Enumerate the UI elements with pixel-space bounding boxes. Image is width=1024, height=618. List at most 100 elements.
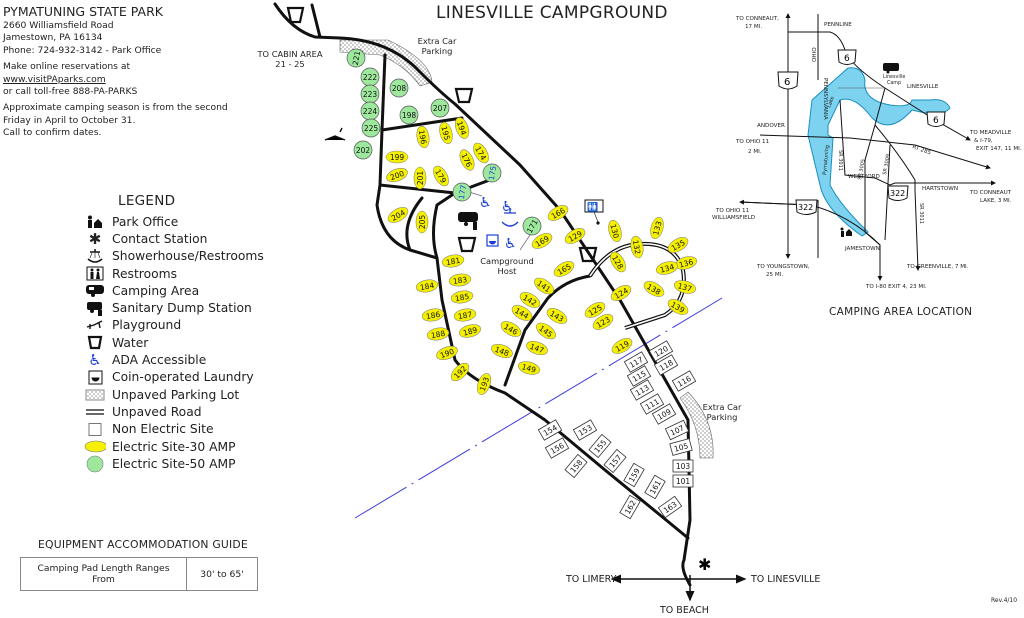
campsite-107[interactable]: 107 [664,419,690,441]
campsite-144[interactable]: 144 [509,302,534,323]
campsite-115[interactable]: 115 [626,365,652,387]
campsite-148[interactable]: 148 [490,342,515,361]
campsite-183[interactable]: 183 [448,273,472,288]
non-electric-site-marker [626,365,652,387]
campsite-156[interactable]: 156 [544,437,570,459]
campsite-number: 177 [457,184,468,200]
inset-label: Pymatuning [822,145,831,175]
campsite-179[interactable]: 179 [430,163,451,188]
campsite-116[interactable]: 116 [671,370,697,392]
campsite-number: 134 [659,262,675,274]
campsite-113[interactable]: 113 [629,379,655,401]
campsite-201[interactable]: 201 [413,166,427,190]
campsite-171[interactable]: 171 [520,214,545,239]
campsite-123[interactable]: 123 [590,311,615,332]
campsite-138[interactable]: 138 [641,278,666,299]
campsite-194[interactable]: 194 [453,116,472,141]
campsite-159[interactable]: 159 [623,462,645,488]
electric-30-site-marker [526,340,548,356]
campsite-224[interactable]: 224 [360,101,380,121]
campsite-128[interactable]: 128 [607,249,628,274]
campsite-149[interactable]: 149 [517,359,541,376]
campsite-163[interactable]: 163 [657,495,683,519]
reservation-link[interactable]: www.visitPAparks.com [3,73,106,85]
campsite-223[interactable]: 223 [360,84,380,104]
campsite-145[interactable]: 145 [534,320,559,342]
campsite-202[interactable]: 202 [353,140,373,160]
address-line: 2660 Williamsfield Road [3,20,114,31]
campsite-105[interactable]: 105 [669,438,693,456]
campsite-154[interactable]: 154 [537,419,563,441]
campsite-161[interactable]: 161 [644,474,666,500]
campsite-162[interactable]: 162 [619,494,641,520]
electric-30-site-marker [433,165,449,187]
campsite-184[interactable]: 184 [415,278,439,294]
campsite-165[interactable]: 165 [551,258,576,279]
campsite-190[interactable]: 190 [435,344,460,363]
campsite-204[interactable]: 204 [385,204,410,225]
campsite-196[interactable]: 196 [415,125,431,149]
campsite-166[interactable]: 166 [545,202,570,223]
campsite-185[interactable]: 185 [450,289,474,305]
campsite-135[interactable]: 135 [665,234,690,255]
electric-30-site-marker [415,279,439,293]
campsite-208[interactable]: 208 [389,78,409,98]
park-info: PYMATUNING STATE PARK 2660 Williamsfield… [3,4,228,144]
campsite-222[interactable]: 222 [360,67,380,87]
campsite-195[interactable]: 195 [437,121,454,145]
restrooms-icon [84,266,106,282]
campsite-158[interactable]: 158 [564,453,588,479]
campsite-103[interactable]: 103 [672,459,694,473]
campsite-117[interactable]: 117 [623,351,649,373]
campsite-139[interactable]: 139 [665,296,690,317]
campsite-147[interactable]: 147 [525,339,550,358]
campsite-109[interactable]: 109 [651,403,677,425]
electric-30-site-marker [441,254,465,268]
campsite-143[interactable]: 143 [544,305,569,326]
campsite-189[interactable]: 189 [458,322,482,339]
campsite-137[interactable]: 137 [673,278,697,295]
campsite-157[interactable]: 157 [603,448,627,474]
campsite-118[interactable]: 118 [653,354,679,376]
campsite-141[interactable]: 141 [532,275,557,297]
campsite-119[interactable]: 119 [609,335,634,356]
campsite-125[interactable]: 125 [582,299,607,320]
campsite-175[interactable]: 175 [482,163,503,184]
inset-label: LAKE, 3 MI. [980,198,1012,204]
campsite-101[interactable]: 101 [672,474,694,488]
campsite-153[interactable]: 153 [572,419,598,441]
campsite-111[interactable]: 111 [639,393,665,415]
campsite-186[interactable]: 186 [421,307,445,323]
campsite-number: 225 [364,124,379,133]
campsite-181[interactable]: 181 [441,253,465,269]
label-text: Campground [480,256,534,266]
inset-label: SR 3011 [918,203,924,224]
non-electric-site-marker [671,370,697,392]
campsite-129[interactable]: 129 [562,225,587,246]
campsite-199[interactable]: 199 [385,150,409,164]
campsite-142[interactable]: 142 [517,289,542,310]
campsite-174[interactable]: 174 [470,140,491,165]
campsite-207[interactable]: 207 [430,98,450,118]
campsite-187[interactable]: 187 [453,307,477,323]
campsite-188[interactable]: 188 [426,326,450,342]
campsite-132[interactable]: 132 [629,235,645,259]
campsite-124[interactable]: 124 [608,282,633,303]
non-electric-site-marker [537,419,563,441]
campsite-200[interactable]: 200 [385,166,410,185]
campsite-225[interactable]: 225 [361,118,381,138]
campsite-146[interactable]: 146 [498,318,523,339]
campsite-198[interactable]: 198 [399,105,419,125]
campsite-169[interactable]: 169 [529,230,554,251]
campsite-120[interactable]: 120 [648,340,674,362]
campsite-134[interactable]: 134 [655,259,679,276]
campsite-133[interactable]: 133 [648,216,665,240]
campsite-193[interactable]: 193 [475,372,494,397]
legend-item: Sanitary Dump Station [84,299,264,316]
campsite-130[interactable]: 130 [606,219,623,243]
campsite-176[interactable]: 176 [457,147,477,172]
campsite-155[interactable]: 155 [588,433,612,459]
campsite-177[interactable]: 177 [452,182,473,203]
campsite-221[interactable]: 221 [346,48,367,69]
campsite-205[interactable]: 205 [415,210,429,234]
